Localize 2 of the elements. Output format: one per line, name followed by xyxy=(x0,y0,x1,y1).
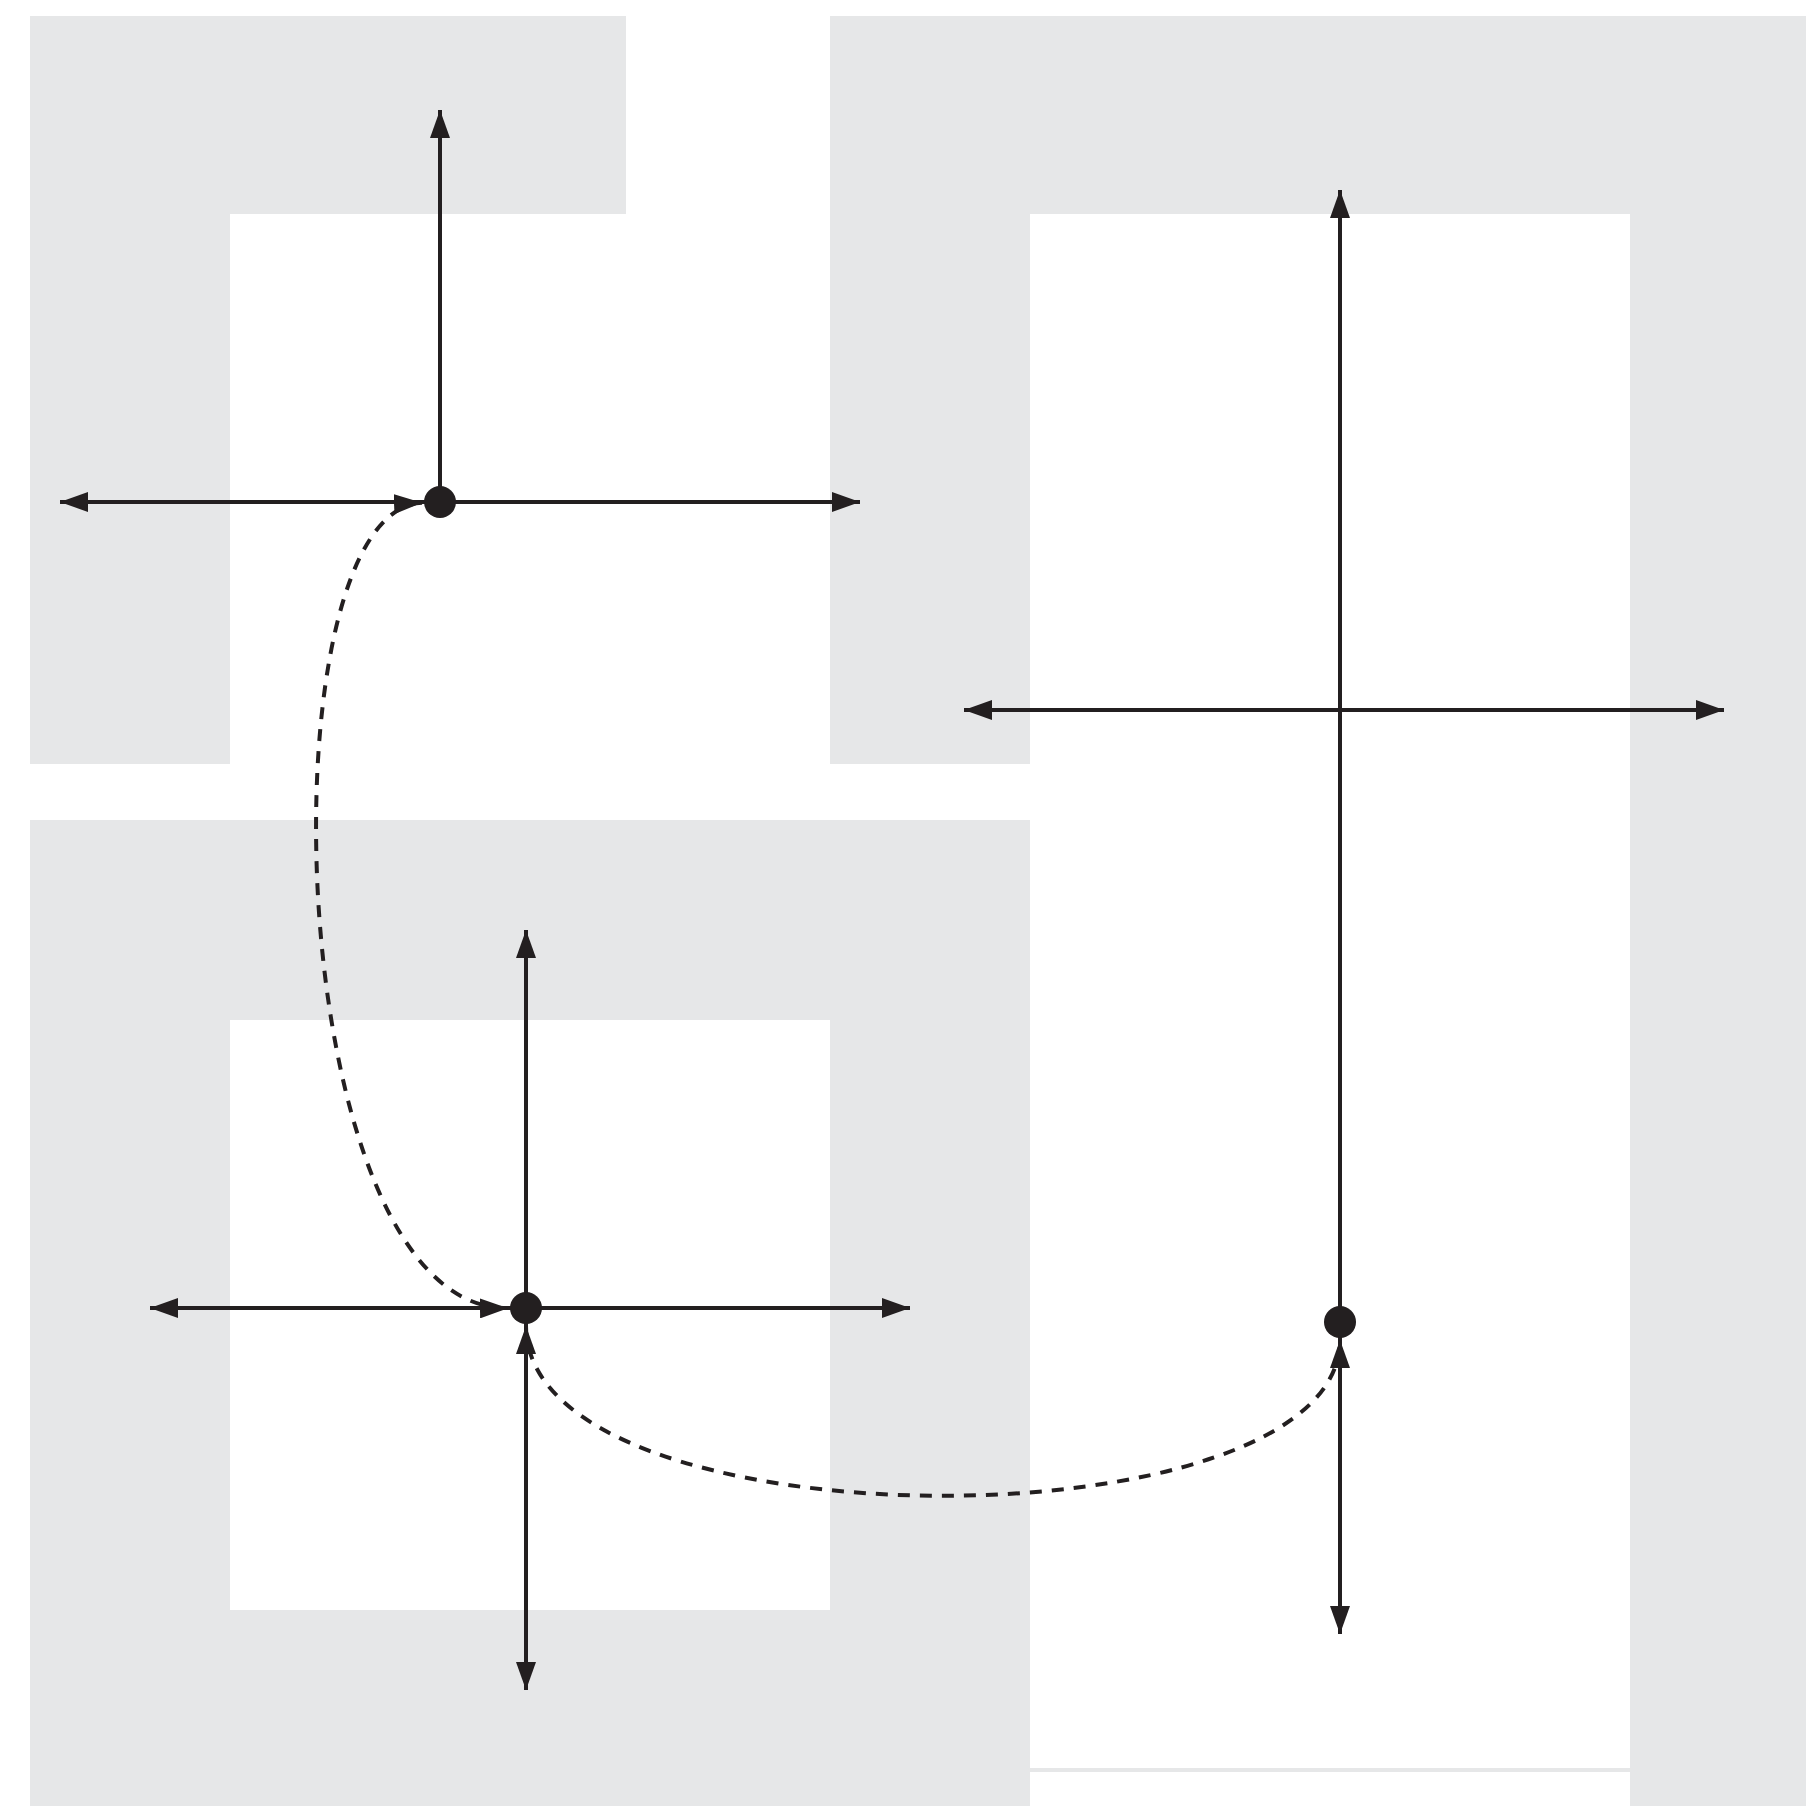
junction-dot xyxy=(1324,1306,1356,1338)
junction-dot xyxy=(510,1292,542,1324)
